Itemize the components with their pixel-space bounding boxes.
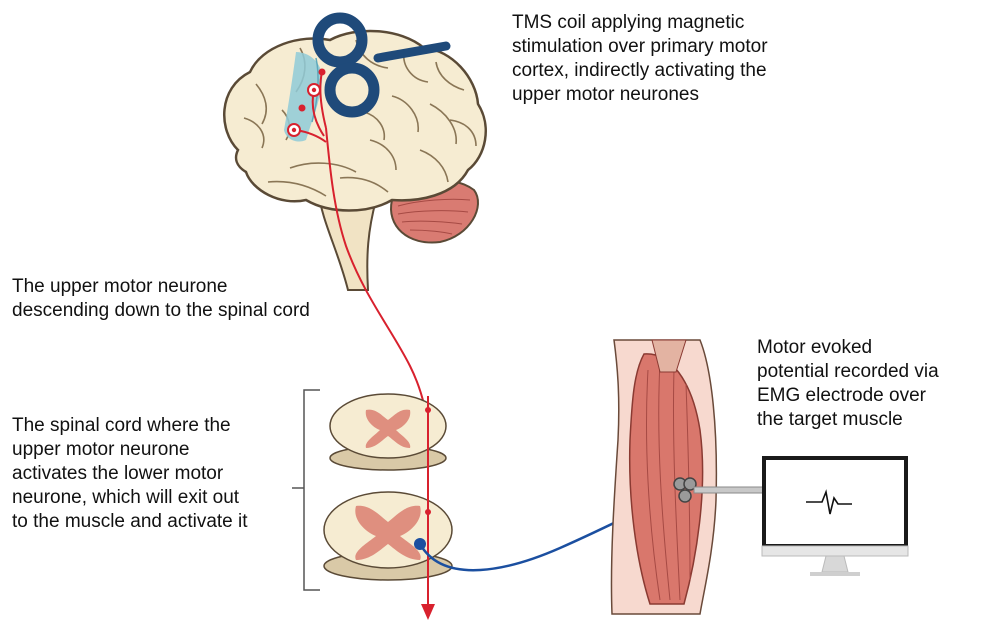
- annotation-line: The upper motor neurone: [12, 275, 310, 299]
- monitor-icon: [762, 458, 908, 576]
- spinal-bracket: [292, 390, 320, 590]
- annotation-line: potential recorded via: [757, 360, 939, 384]
- annotation-line: The spinal cord where the: [12, 414, 248, 438]
- spinal-arrowhead: [421, 604, 435, 620]
- annotation-line: descending down to the spinal cord: [12, 299, 310, 323]
- spinal-segment-lower: [324, 492, 452, 580]
- spinal-cord-cross-section-icon: [324, 394, 452, 580]
- monitor-screen: [764, 458, 906, 546]
- tms-coil-annotation: TMS coil applying magnetic stimulation o…: [512, 11, 768, 107]
- muscle-icon: [611, 340, 716, 614]
- annotation-line: TMS coil applying magnetic: [512, 11, 768, 35]
- annotation-line: the target muscle: [757, 408, 939, 432]
- annotation-line: Motor evoked: [757, 336, 939, 360]
- upper-motor-neurone-annotation: The upper motor neurone descending down …: [12, 275, 310, 323]
- monitor-chin: [762, 546, 908, 556]
- monitor-base: [810, 572, 860, 576]
- spinal-cord-annotation: The spinal cord where the upper motor ne…: [12, 414, 248, 534]
- annotation-line: activates the lower motor: [12, 462, 248, 486]
- annotation-line: upper motor neurones: [512, 83, 768, 107]
- annotation-line: EMG electrode over: [757, 384, 939, 408]
- mep-annotation: Motor evoked potential recorded via EMG …: [757, 336, 939, 432]
- emg-cable: [694, 487, 764, 493]
- monitor-neck: [822, 556, 848, 572]
- annotation-line: neurone, which will exit out: [12, 486, 248, 510]
- annotation-line: stimulation over primary motor: [512, 35, 768, 59]
- annotation-line: cortex, indirectly activating the: [512, 59, 768, 83]
- annotation-line: to the muscle and activate it: [12, 510, 248, 534]
- annotation-line: upper motor neurone: [12, 438, 248, 462]
